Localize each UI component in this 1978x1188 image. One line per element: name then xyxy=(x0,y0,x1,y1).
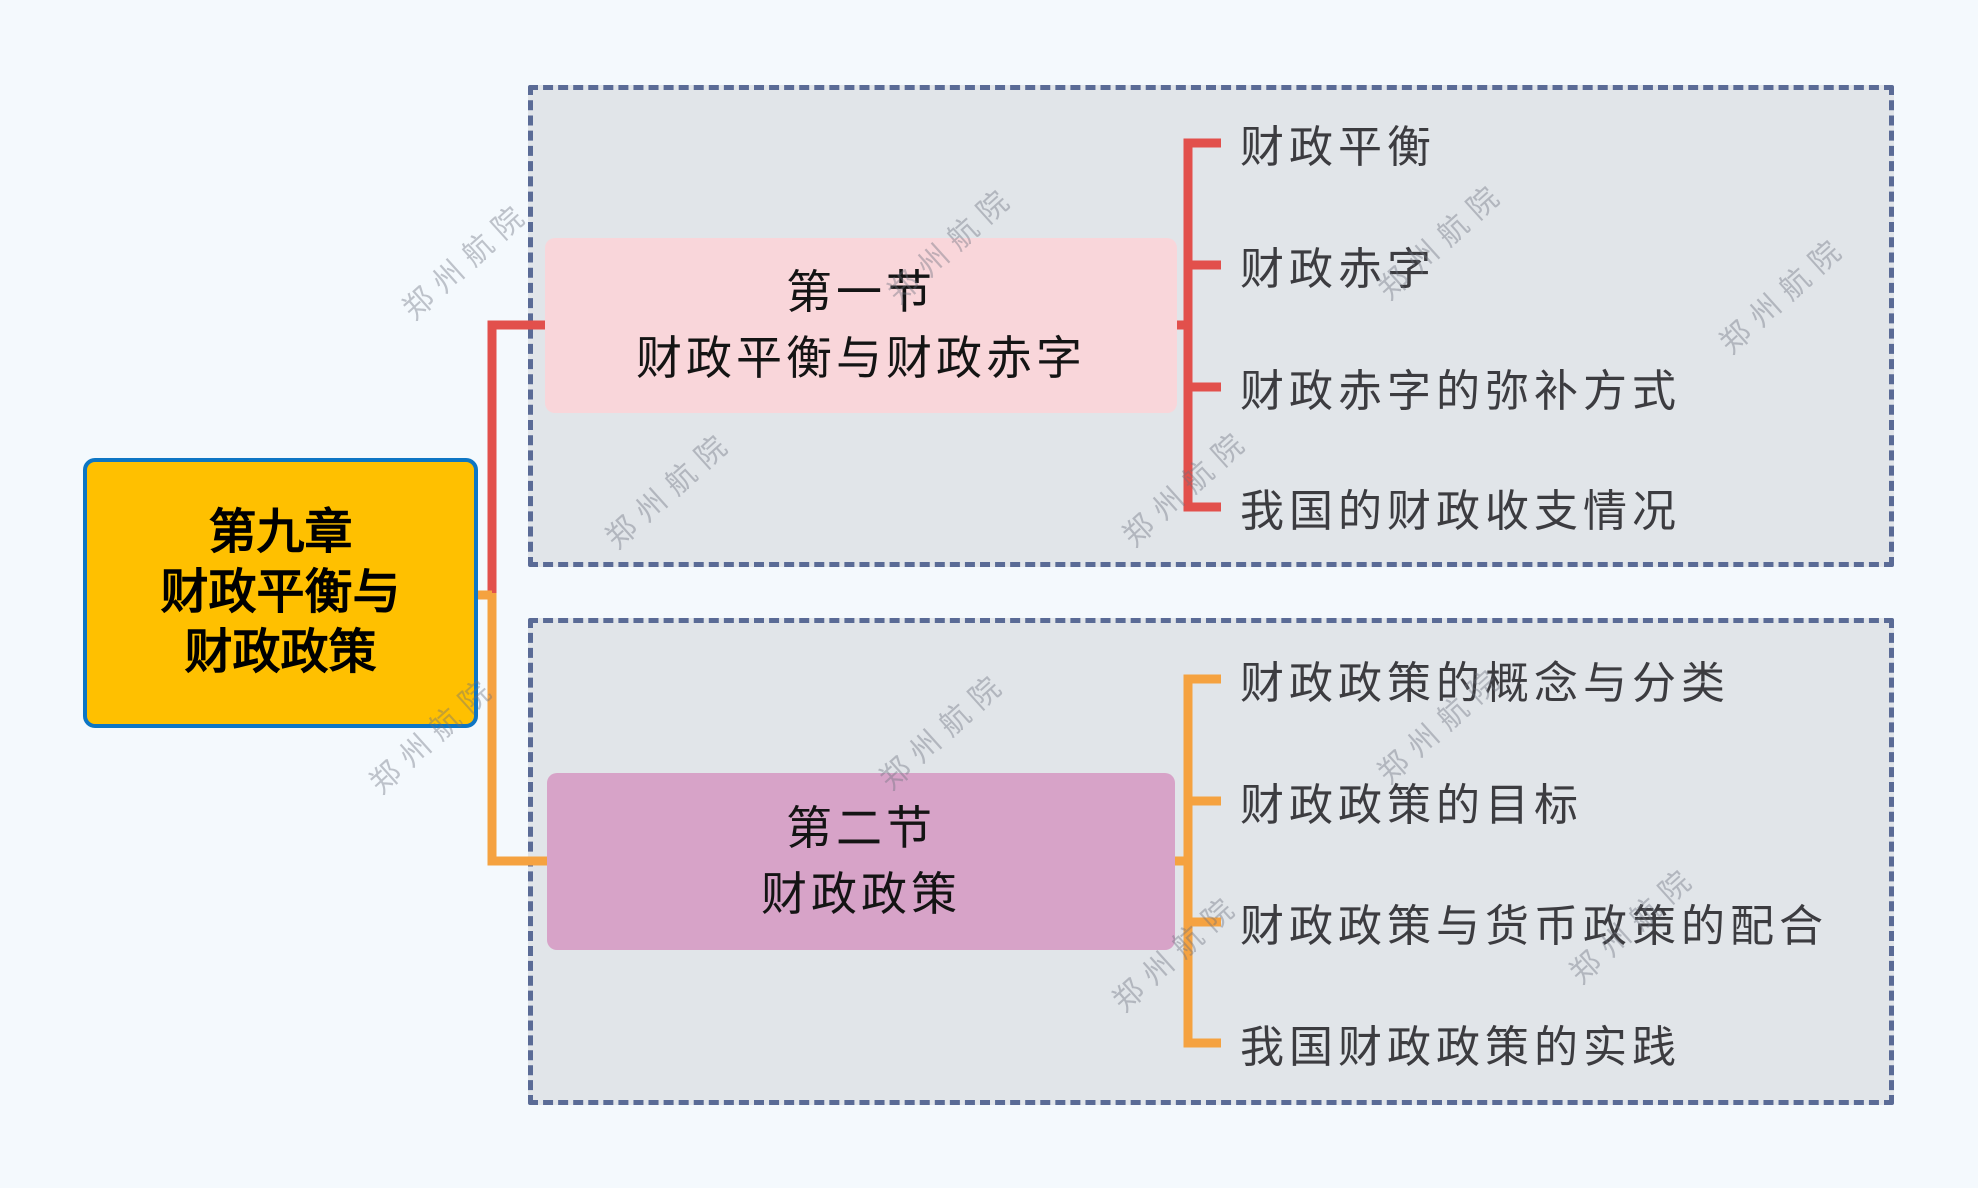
section-2-title-line-2: 财政政策 xyxy=(761,868,961,920)
root-node-line-3: 财政政策 xyxy=(184,626,377,679)
root-node-chapter-9[interactable]: 第九章 财政平衡与 财政政策 xyxy=(83,458,478,728)
section-1-title-line-2: 财政平衡与财政赤字 xyxy=(636,332,1086,384)
root-node-line-2: 财政平衡与 xyxy=(160,566,401,619)
section-1-branch-lines xyxy=(487,138,1221,598)
leaf-item[interactable]: 财政赤字 xyxy=(1240,245,1436,294)
leaf-item[interactable]: 我国财政政策的实践 xyxy=(1240,1023,1681,1072)
leaf-item[interactable]: 财政政策的概念与分类 xyxy=(1240,659,1730,708)
leaf-item[interactable]: 财政政策的目标 xyxy=(1240,781,1583,830)
leaf-item[interactable]: 财政政策与货币政策的配合 xyxy=(1240,902,1828,951)
leaf-item[interactable]: 我国的财政收支情况 xyxy=(1240,487,1681,536)
section-1-node[interactable]: 第一节 财政平衡与财政赤字 xyxy=(545,238,1177,413)
leaf-item[interactable]: 财政平衡 xyxy=(1240,123,1436,172)
section-1-title-line-1: 第一节 xyxy=(786,266,936,318)
leaf-item[interactable]: 财政赤字的弥补方式 xyxy=(1240,367,1681,416)
section-2-node[interactable]: 第二节 财政政策 xyxy=(547,773,1175,950)
section-2-title-line-1: 第二节 xyxy=(786,802,936,854)
root-node-line-1: 第九章 xyxy=(208,506,353,559)
section-2-branch-lines xyxy=(478,590,1221,1048)
